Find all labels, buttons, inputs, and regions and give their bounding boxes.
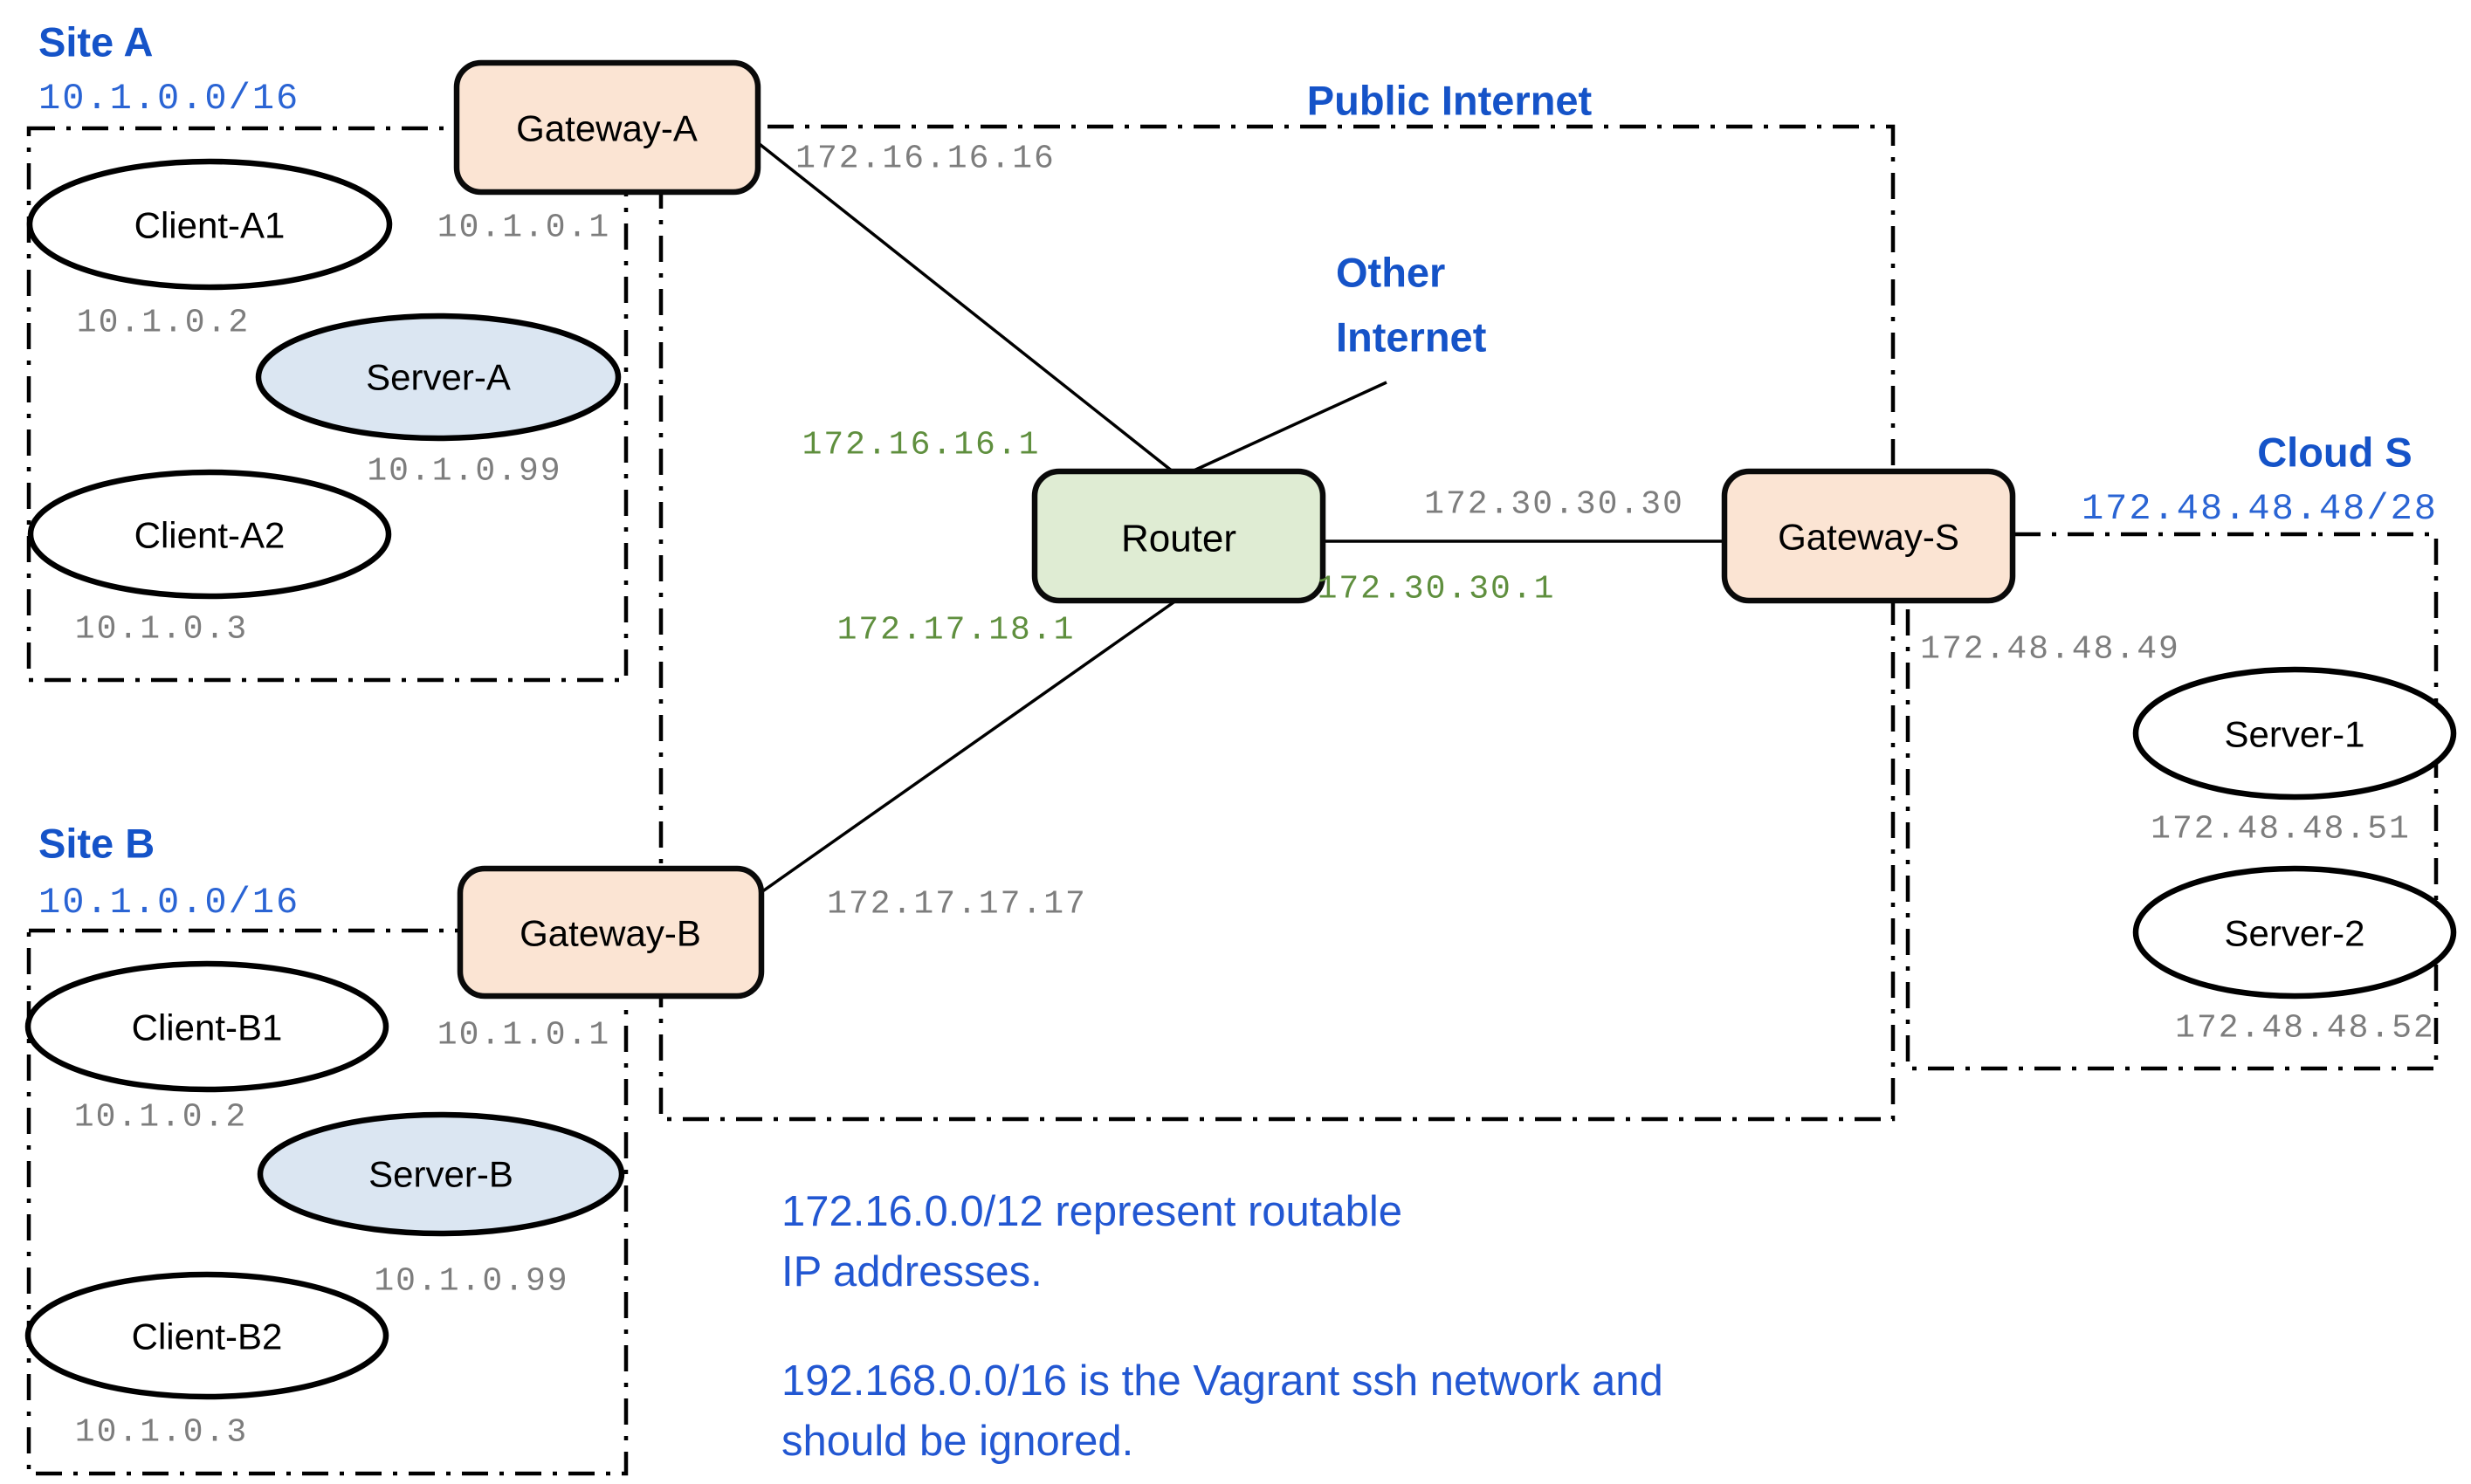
ip-gateway-s-wan: 172.30.30.30: [1424, 486, 1684, 524]
client-b1-label: Client-B1: [132, 1007, 283, 1048]
cloud-s-title: Cloud S: [2257, 429, 2412, 476]
note-vagrant-line1: 192.168.0.0/16 is the Vagrant ssh networ…: [781, 1357, 1663, 1405]
ip-router-if-cloud: 172.30.30.1: [1318, 571, 1556, 608]
gateway-b-node: [457, 865, 765, 1000]
server-b-node: [257, 1111, 625, 1237]
note-routable-line1: 172.16.0.0/12 represent routable: [781, 1188, 1402, 1235]
ip-gateway-b-wan: 172.17.17.17: [827, 886, 1087, 924]
gateway-b-label: Gateway-B: [520, 913, 701, 954]
link-gateway-b-router: [760, 599, 1178, 894]
ip-gateway-b-lan: 10.1.0.1: [437, 1017, 610, 1055]
other-internet-title-line2: Internet: [1336, 314, 1487, 361]
ip-gateway-s-lan: 172.48.48.49: [1920, 631, 2180, 669]
ip-client-a2: 10.1.0.3: [75, 611, 248, 649]
client-a1-label: Client-A1: [134, 205, 286, 246]
server-b-label: Server-B: [368, 1154, 513, 1195]
ip-client-b2: 10.1.0.3: [75, 1414, 248, 1452]
server-a-label: Server-A: [366, 357, 511, 398]
ip-gateway-a-wan: 172.16.16.16: [795, 141, 1056, 178]
client-b1-node: [24, 960, 389, 1093]
gateway-s-label: Gateway-S: [1778, 517, 1959, 558]
client-b2-node: [24, 1271, 389, 1400]
gateway-s-node: [1721, 468, 2016, 604]
note-routable-line2: IP addresses.: [781, 1248, 1043, 1295]
other-internet-title-line1: Other: [1336, 250, 1445, 296]
site-b-title: Site B: [38, 821, 155, 867]
gateway-a-label: Gateway-A: [516, 108, 698, 149]
ip-client-a1: 10.1.0.2: [77, 305, 250, 342]
ip-server-2: 172.48.48.52: [2175, 1010, 2435, 1048]
client-a2-label: Client-A2: [134, 515, 286, 556]
link-gateway-a-router: [754, 140, 1174, 473]
client-a2-node: [27, 469, 392, 600]
router-label: Router: [1121, 518, 1236, 560]
server-a-node: [255, 313, 622, 442]
gateway-a-node: [453, 59, 761, 196]
site-b-box: [26, 928, 629, 1476]
ip-server-a: 10.1.0.99: [367, 453, 561, 491]
site-a-box: [26, 126, 629, 683]
ip-client-b1: 10.1.0.2: [74, 1099, 247, 1137]
site-b-subnet: 10.1.0.0/16: [38, 882, 299, 924]
ip-gateway-a-lan: 10.1.0.1: [437, 210, 610, 247]
ip-router-if-site-b: 172.17.18.1: [837, 612, 1076, 649]
server-2-node: [2132, 865, 2457, 1000]
public-internet-box: [658, 124, 1896, 1122]
router-node: [1031, 468, 1326, 604]
ip-router-if-site-a: 172.16.16.1: [802, 427, 1041, 464]
server-1-node: [2132, 666, 2457, 800]
ip-server-1: 172.48.48.51: [2151, 811, 2411, 848]
server-2-label: Server-2: [2224, 913, 2364, 954]
note-vagrant-line2: should be ignored.: [781, 1418, 1133, 1465]
server-1-label: Server-1: [2224, 714, 2364, 755]
client-a1-node: [26, 158, 393, 291]
site-a-subnet: 10.1.0.0/16: [38, 78, 299, 120]
site-a-title: Site A: [38, 19, 153, 65]
link-other-internet: [1180, 381, 1387, 478]
ip-server-b: 10.1.0.99: [374, 1263, 568, 1301]
client-b2-label: Client-B2: [132, 1316, 283, 1357]
public-internet-title: Public Internet: [1307, 78, 1593, 124]
cloud-s-subnet: 172.48.48.48/28: [2082, 488, 2438, 530]
